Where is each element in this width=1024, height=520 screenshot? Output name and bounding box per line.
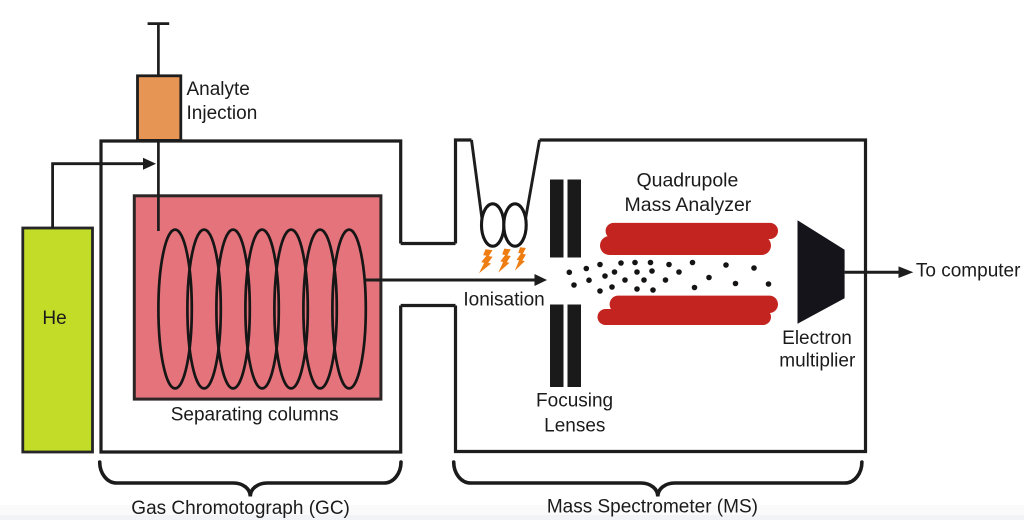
svg-text:Focusing: Focusing xyxy=(536,391,613,412)
svg-text:Lenses: Lenses xyxy=(544,415,605,436)
svg-text:multiplier: multiplier xyxy=(779,351,856,372)
svg-text:Separating columns: Separating columns xyxy=(171,405,339,426)
svg-text:Analyte: Analyte xyxy=(187,79,250,100)
svg-text:Gas Chromotograph (GC): Gas Chromotograph (GC) xyxy=(131,498,350,519)
svg-text:Mass Analyzer: Mass Analyzer xyxy=(624,194,751,216)
svg-text:Ionisation: Ionisation xyxy=(463,289,544,310)
svg-text:Electron: Electron xyxy=(782,328,852,349)
svg-text:To computer: To computer xyxy=(916,261,1021,282)
svg-text:Quadrupole: Quadrupole xyxy=(636,169,738,191)
svg-text:He: He xyxy=(42,308,66,329)
svg-text:Mass Spectrometer (MS): Mass Spectrometer (MS) xyxy=(547,497,758,518)
svg-text:Injection: Injection xyxy=(187,103,258,124)
